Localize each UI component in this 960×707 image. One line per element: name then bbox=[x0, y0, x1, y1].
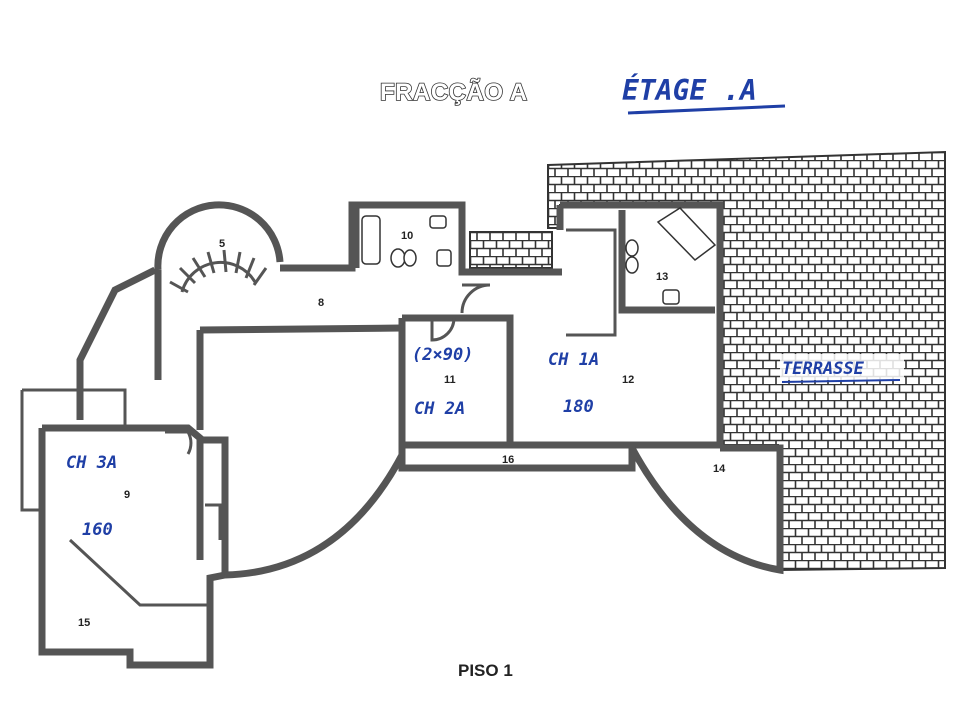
doors bbox=[165, 283, 491, 540]
room-number-16: 16 bbox=[502, 454, 514, 466]
toilet bbox=[390, 248, 406, 268]
page-title: FRACÇÃO A bbox=[380, 78, 528, 106]
sink bbox=[429, 215, 447, 229]
handwritten-title: ÉTAGE .A bbox=[622, 73, 757, 107]
annotation-2x90: (2×90) bbox=[412, 345, 473, 365]
annotation-ch1a: CH 1A bbox=[548, 350, 599, 370]
annotation-ch3a: CH 3A bbox=[66, 453, 117, 473]
terrasse-underline bbox=[781, 379, 901, 383]
room-number-9: 9 bbox=[124, 489, 130, 501]
room-number-12: 12 bbox=[622, 374, 634, 386]
toilet-2 bbox=[625, 239, 639, 257]
walls bbox=[20, 201, 784, 669]
terrasse-label-bg bbox=[780, 354, 904, 380]
floor-label: PISO 1 bbox=[458, 661, 513, 680]
annotation-ch3a-size: 160 bbox=[82, 520, 113, 540]
handwritten-underline bbox=[627, 104, 786, 115]
fixtures bbox=[169, 207, 717, 305]
room-number-8: 8 bbox=[318, 297, 324, 309]
bathtub bbox=[361, 215, 381, 265]
annotation-ch1a-size: 180 bbox=[563, 397, 594, 417]
room-number-11: 11 bbox=[444, 374, 456, 386]
sink-2 bbox=[436, 249, 452, 267]
annotation-terrasse: TERRASSE bbox=[782, 359, 865, 379]
room-number-10: 10 bbox=[401, 230, 413, 242]
terrace bbox=[469, 150, 946, 572]
bidet bbox=[403, 249, 417, 267]
annotation-ch2a: CH 2A bbox=[414, 399, 465, 419]
bidet-2 bbox=[625, 256, 639, 274]
room-number-15: 15 bbox=[78, 617, 90, 629]
sink-3 bbox=[662, 289, 680, 305]
room-number-13: 13 bbox=[656, 271, 668, 283]
room-number-5: 5 bbox=[219, 238, 225, 250]
room-number-14: 14 bbox=[713, 463, 726, 475]
bathtub-2 bbox=[656, 207, 717, 261]
